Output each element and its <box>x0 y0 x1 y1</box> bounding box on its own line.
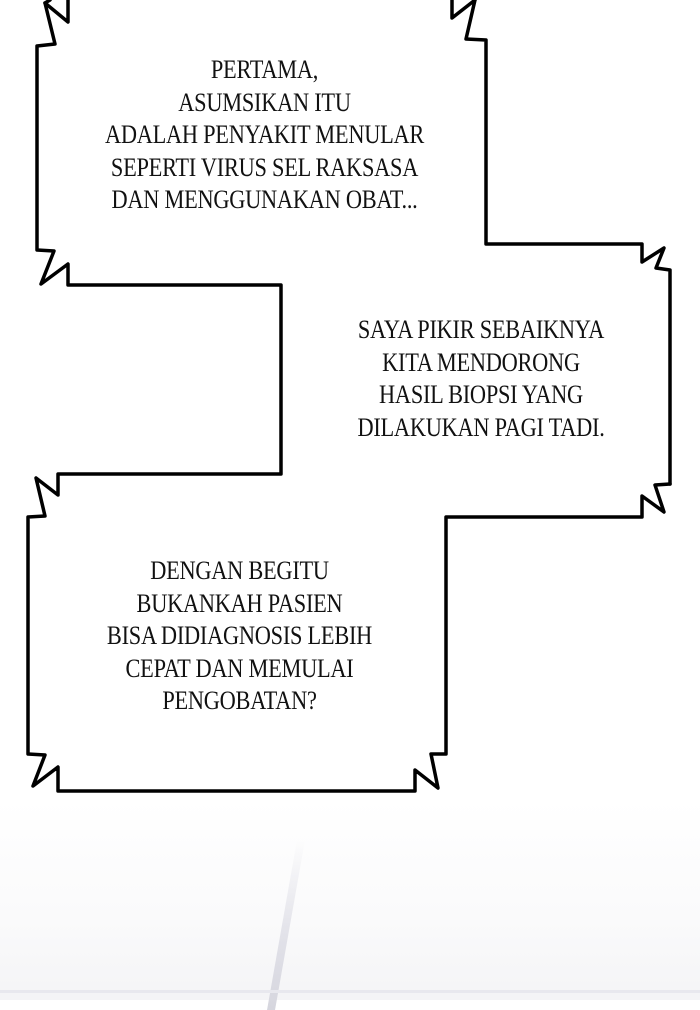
caption-line: BISA DIDIAGNOSIS LEBIH <box>106 621 373 650</box>
caption-box-1 <box>43 0 672 486</box>
caption-line: KITA MENDORONG <box>382 347 580 377</box>
caption-line: PENGOBATAN? <box>162 686 317 715</box>
caption-line: DENGAN BEGITU <box>150 556 329 585</box>
caption-line: ASUMSIKAN ITU <box>178 87 351 117</box>
caption-line: ADALAH PENYAKIT MENULAR <box>104 120 425 149</box>
caption-box-1-left-edge <box>26 1 672 793</box>
caption-text-3: DENGAN BEGITU BUKANKAH PASIEN BISA DIDIA… <box>78 555 401 718</box>
caption-line: SEPERTI VIRUS SEL RAKSASA <box>110 152 419 182</box>
caption-line: PERTAMA, <box>210 55 319 84</box>
caption-line: DAN MENGGUNAKAN OBAT... <box>111 185 418 214</box>
floor-line <box>0 990 700 993</box>
caption-text-1: PERTAMA, ASUMSIKAN ITU ADALAH PENYAKIT M… <box>90 54 438 217</box>
caption-line: SAYA PIKIR SEBAIKNYA <box>357 315 605 344</box>
background-gradient <box>0 800 700 1000</box>
caption-line: DILAKUKAN PAGI TADI. <box>357 412 605 442</box>
caption-text-2: SAYA PIKIR SEBAIKNYA KITA MENDORONG HASI… <box>339 314 623 444</box>
caption-line: HASIL BIOPSI YANG <box>379 380 583 409</box>
caption-line: CEPAT DAN MEMULAI <box>125 653 354 683</box>
caption-line: BUKANKAH PASIEN <box>136 588 343 618</box>
